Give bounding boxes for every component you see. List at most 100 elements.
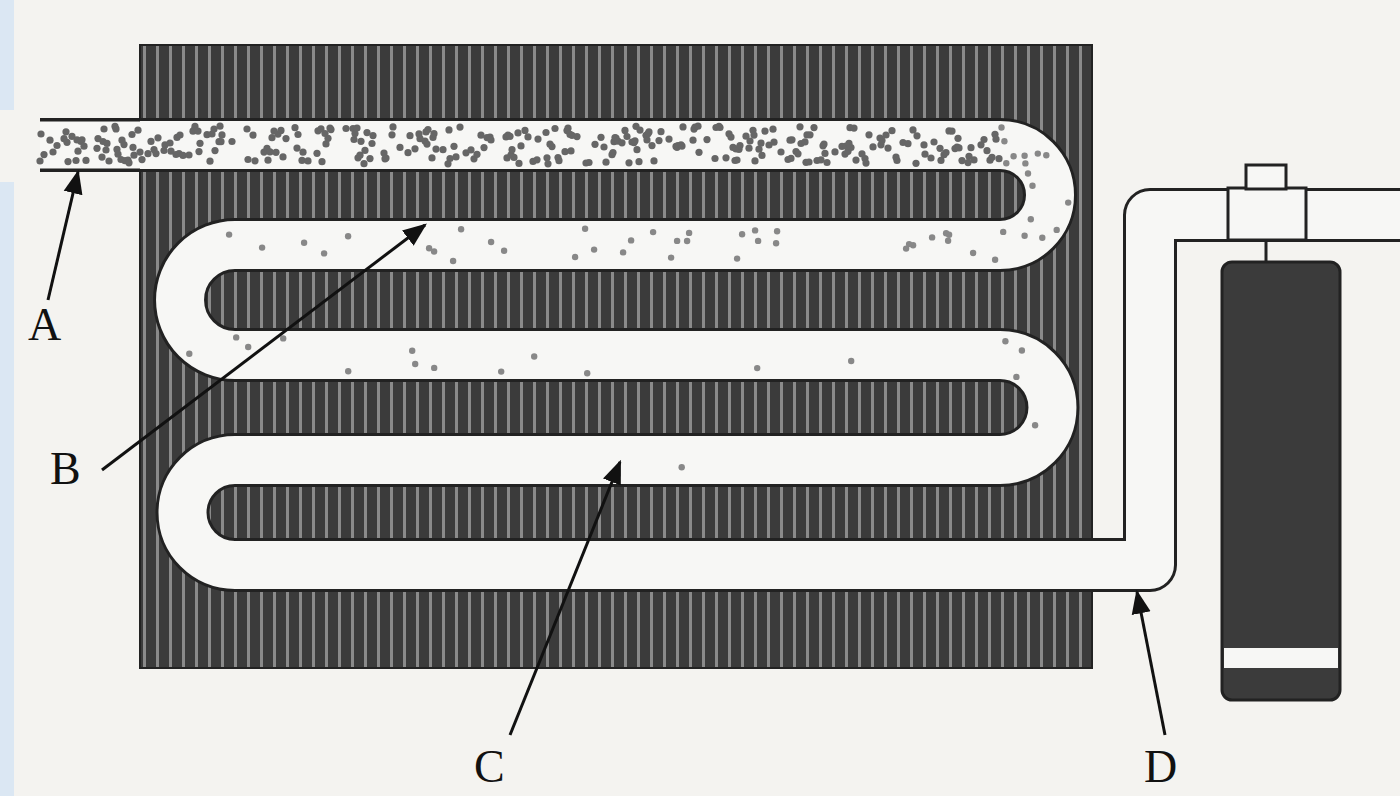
droplet	[382, 155, 389, 162]
droplet	[674, 238, 680, 244]
leader-line	[1137, 592, 1165, 735]
droplet	[774, 228, 780, 234]
fitting-bolt	[1246, 165, 1286, 189]
droplet	[517, 142, 524, 149]
droplet	[206, 158, 213, 165]
droplet	[955, 144, 962, 151]
tube-edge	[40, 169, 140, 172]
part-letter: D	[1144, 744, 1177, 790]
droplet	[245, 344, 251, 350]
droplet	[1021, 153, 1027, 159]
droplet	[801, 138, 808, 145]
refrigerant-droplets	[36, 123, 1071, 471]
droplet	[1032, 422, 1038, 428]
droplet	[564, 125, 571, 132]
droplet	[498, 368, 504, 374]
receiver-drier	[1222, 165, 1340, 700]
droplet	[299, 149, 306, 156]
fitting-stem	[1265, 240, 1268, 262]
droplet	[361, 147, 368, 154]
droplet	[988, 154, 995, 161]
droplet	[217, 138, 224, 145]
fitting-nut	[1228, 188, 1306, 240]
droplet	[93, 145, 100, 152]
droplet	[805, 158, 812, 165]
droplet	[921, 151, 928, 158]
droplet	[98, 154, 105, 161]
droplet	[277, 127, 284, 134]
droplet	[534, 136, 541, 143]
droplet	[100, 125, 107, 132]
droplet	[216, 123, 223, 130]
leader-line	[48, 172, 78, 300]
droplet	[769, 126, 776, 133]
droplet	[508, 146, 515, 153]
droplet	[37, 130, 44, 137]
droplet	[995, 155, 1002, 162]
droplet	[488, 239, 494, 245]
droplet	[755, 238, 761, 244]
droplet	[665, 136, 672, 143]
droplet	[64, 158, 71, 165]
tube-outline	[40, 145, 1400, 565]
droplet	[345, 368, 351, 374]
droplet	[754, 365, 760, 371]
droplet	[582, 226, 588, 232]
droplet	[920, 141, 927, 148]
droplet	[679, 464, 685, 470]
droplet	[510, 154, 517, 161]
droplet	[321, 250, 327, 256]
droplet	[501, 248, 507, 254]
droplet	[185, 151, 192, 158]
droplet	[929, 234, 935, 240]
droplet	[980, 136, 987, 143]
droplet	[291, 124, 298, 131]
droplet	[650, 229, 656, 235]
droplet	[259, 244, 265, 250]
droplet	[954, 135, 961, 142]
droplet	[313, 150, 320, 157]
droplet	[686, 230, 692, 236]
droplet	[1001, 138, 1007, 144]
droplet	[1003, 160, 1009, 166]
droplet	[573, 133, 580, 140]
droplet	[430, 130, 437, 137]
droplet	[506, 133, 513, 140]
droplet	[623, 133, 630, 140]
droplet	[487, 136, 494, 143]
droplet	[739, 231, 745, 237]
droplet	[381, 155, 388, 162]
droplet	[166, 139, 173, 146]
droplet	[794, 150, 801, 157]
droplet	[551, 125, 558, 132]
droplet	[668, 254, 674, 260]
droplet	[1013, 374, 1019, 380]
droplet	[1054, 227, 1060, 233]
part-letter: B	[50, 446, 81, 492]
droplet	[909, 126, 916, 133]
droplet	[249, 132, 256, 139]
droplet	[282, 135, 289, 142]
droplet	[998, 124, 1004, 130]
droplet	[970, 250, 976, 256]
droplet	[567, 147, 574, 154]
droplet	[821, 150, 828, 157]
droplet	[120, 141, 127, 148]
droplet	[572, 254, 578, 260]
droplet	[431, 365, 437, 371]
droplet	[591, 141, 598, 148]
droplet	[823, 159, 830, 166]
droplet	[1043, 152, 1049, 158]
droplet	[473, 151, 480, 158]
droplet	[411, 145, 418, 152]
droplet	[280, 335, 286, 341]
droplet	[631, 137, 638, 144]
droplet	[243, 125, 250, 132]
droplet	[727, 134, 734, 141]
droplet	[633, 146, 640, 153]
droplet	[648, 142, 655, 149]
droplet	[945, 238, 951, 244]
droplet	[360, 160, 367, 167]
droplet	[228, 138, 235, 145]
droplet	[353, 124, 360, 131]
